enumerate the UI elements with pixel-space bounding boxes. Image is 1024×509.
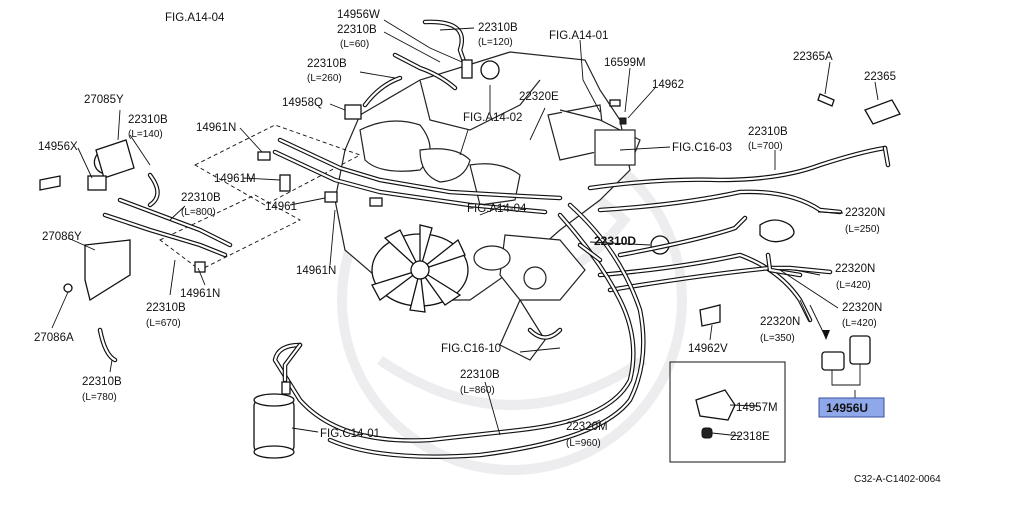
fig-c14-01[interactable]: FIG.C14-01 (320, 428, 380, 440)
fig-c16-03[interactable]: FIG.C16-03 (672, 142, 732, 154)
fig-a14-01[interactable]: FIG.A14-01 (549, 30, 608, 42)
drawing-code: C32-A-C1402-0064 (854, 474, 941, 485)
label-14962[interactable]: 14962 (652, 79, 684, 91)
label-14956w[interactable]: 14956W (337, 9, 380, 21)
label-14956x[interactable]: 14956X (38, 141, 78, 153)
fig-a14-04-mid[interactable]: FIG.A14-04 (467, 203, 527, 215)
highlight-box (818, 397, 885, 418)
label-22310b-a-length: (L=60) (340, 39, 369, 50)
label-22310b-c[interactable]: 22310B (307, 58, 347, 70)
label-22310b-b[interactable]: 22310B (478, 22, 518, 34)
label-22310b-g[interactable]: 22310B (146, 302, 186, 314)
fig-a14-04-top[interactable]: FIG.A14-04 (165, 12, 225, 24)
part-labels: 14956W 22310B (L=60) 22310B (L=120) 2231… (34, 9, 896, 449)
label-27086y[interactable]: 27086Y (42, 231, 82, 243)
label-14961m[interactable]: 14961M (214, 173, 256, 185)
label-22320n-a-length: (L=250) (845, 224, 880, 235)
label-22320m-length: (L=960) (566, 438, 601, 449)
label-22320n-b[interactable]: 22320N (835, 263, 875, 275)
label-22320m[interactable]: 22320M (566, 421, 608, 433)
components (39, 59, 901, 459)
label-14961[interactable]: 14961 (265, 201, 297, 213)
label-22310b-f[interactable]: 22310B (181, 192, 221, 204)
label-22310d[interactable]: 22310D (594, 234, 636, 248)
label-14958q[interactable]: 14958Q (282, 97, 323, 109)
solenoid-14956u (821, 335, 871, 386)
label-22310b-d-length: (L=700) (748, 141, 783, 152)
canister-bottom (253, 381, 295, 459)
fig-c16-10[interactable]: FIG.C16-10 (441, 343, 501, 355)
label-22310b-a[interactable]: 22310B (337, 24, 377, 36)
label-22310b-h-length: (L=780) (82, 392, 117, 403)
label-14961n-a[interactable]: 14961N (196, 122, 236, 134)
label-22310b-b-length: (L=120) (478, 37, 513, 48)
label-22310b-e-length: (L=140) (128, 129, 163, 140)
canister-27085y (93, 139, 135, 179)
label-22320n-a[interactable]: 22320N (845, 207, 885, 219)
label-27085y[interactable]: 27085Y (84, 94, 124, 106)
hose-routing (97, 19, 891, 459)
label-14957m[interactable]: 14957M (736, 402, 778, 414)
label-22310b-i[interactable]: 22310B (460, 369, 500, 381)
label-22320n-b-length: (L=420) (836, 280, 871, 291)
label-14961n-c[interactable]: 14961N (180, 288, 220, 300)
label-22310b-h[interactable]: 22310B (82, 376, 122, 388)
inset-frame (669, 361, 786, 463)
label-22310b-f-length: (L=800) (181, 207, 216, 218)
label-14961n-b[interactable]: 14961N (296, 265, 336, 277)
label-22320e[interactable]: 22320E (519, 91, 559, 103)
label-22310b-c-length: (L=260) (307, 73, 342, 84)
label-22320n-d[interactable]: 22320N (760, 316, 800, 328)
label-22320n-c-length: (L=420) (842, 318, 877, 329)
leader-lines (51, 19, 879, 437)
label-22318e[interactable]: 22318E (730, 431, 770, 443)
label-22310b-e[interactable]: 22310B (128, 114, 168, 126)
cooling-fan (371, 224, 469, 313)
label-14956u[interactable]: 14956U (826, 401, 868, 415)
label-22310b-g-length: (L=670) (146, 318, 181, 329)
label-22310b-d[interactable]: 22310B (748, 126, 788, 138)
label-27086a[interactable]: 27086A (34, 332, 74, 344)
figure-references: FIG.A14-04 FIG.A14-01 FIG.A14-02 FIG.A14… (165, 12, 732, 440)
group-dashed-box-left (159, 124, 362, 271)
label-22310b-i-length: (L=860) (460, 385, 495, 396)
label-22320n-d-length: (L=350) (760, 333, 795, 344)
label-14962v[interactable]: 14962V (688, 343, 728, 355)
label-22365a[interactable]: 22365A (793, 51, 833, 63)
label-22320n-c[interactable]: 22320N (842, 302, 882, 314)
label-16599m[interactable]: 16599M (604, 57, 646, 69)
label-22365[interactable]: 22365 (864, 71, 896, 83)
fig-a14-02[interactable]: FIG.A14-02 (463, 112, 522, 124)
